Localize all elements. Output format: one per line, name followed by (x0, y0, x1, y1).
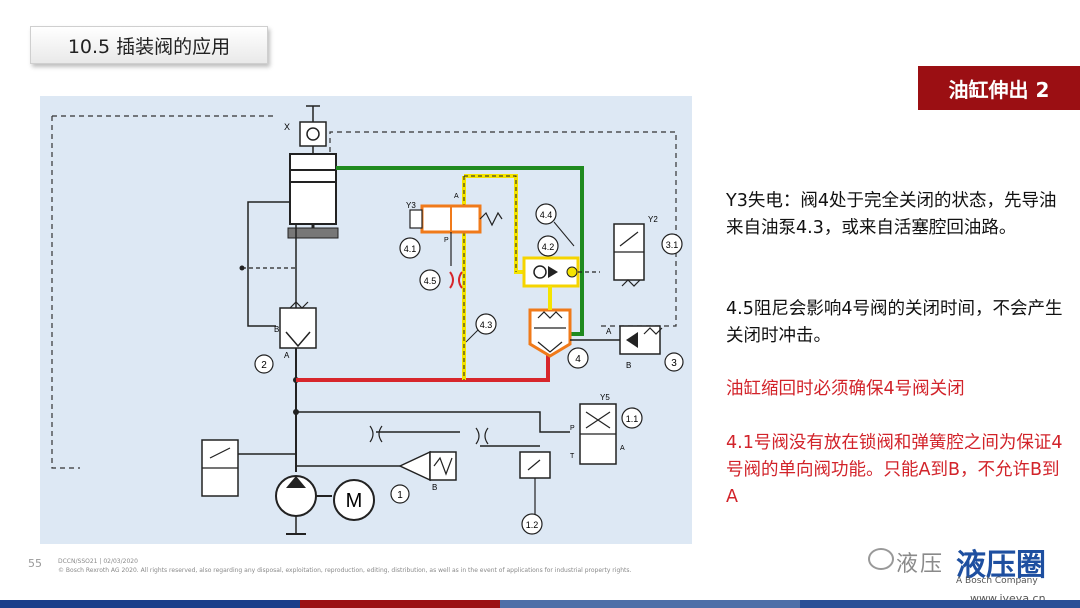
svg-text:4.4: 4.4 (540, 210, 553, 220)
svg-text:4: 4 (575, 354, 581, 365)
callout-3-1 (661, 233, 683, 255)
dashed-pilot-line-left (51, 115, 276, 469)
page-number: 55 (28, 557, 42, 570)
footer-copyright: © Bosch Rexroth AG 2020. All rights rese… (58, 567, 632, 574)
section-title-box: 10.5 插装阀的应用 (30, 26, 268, 64)
logo-subtitle: A Bosch Company (956, 576, 1038, 586)
callout-1 (390, 484, 410, 504)
svg-text:P: P (570, 425, 575, 432)
svg-text:B: B (432, 483, 437, 492)
callout-1-1 (621, 407, 643, 429)
callout-1-2 (521, 513, 543, 535)
svg-text:4.5: 4.5 (424, 276, 437, 286)
svg-text:B: B (274, 325, 279, 334)
valve-2-body (279, 307, 317, 349)
callout-4-5 (419, 269, 441, 291)
wechat-icon (868, 548, 894, 570)
svg-text:4.3: 4.3 (480, 320, 493, 330)
valve-3-body (619, 325, 661, 355)
svg-text:3.1: 3.1 (666, 240, 679, 250)
footer-text: DCCN/SSO21 | 02/03/2020 © Bosch Rexroth … (58, 557, 631, 575)
svg-text:1.1: 1.1 (626, 414, 639, 424)
callout-4-2 (537, 235, 559, 257)
valve-1-body (398, 450, 431, 482)
svg-text:A: A (606, 327, 612, 336)
circuit-svg: X B A 2 Y3 4.1 P A (51, 105, 684, 535)
cartridge-valve-4 (528, 308, 572, 358)
callout-4-1 (399, 237, 421, 259)
logo-cn-text: 液压 (896, 552, 945, 577)
svg-text:M: M (346, 490, 363, 512)
hydraulic-circuit-diagram: X B A 2 Y3 4.1 P A (40, 96, 692, 544)
description-paragraph-3: 油缸缩回时必须确保4号阀关闭 (726, 379, 965, 399)
callout-4-4 (535, 203, 557, 225)
svg-text:4.2: 4.2 (542, 242, 555, 252)
callout-4 (567, 347, 589, 369)
cylinder-load (287, 227, 339, 239)
callout-3 (664, 352, 684, 372)
svg-text:P: P (444, 237, 449, 244)
svg-text:1: 1 (397, 490, 403, 501)
state-title-badge: 油缸伸出 2 (918, 66, 1080, 110)
svg-text:4.1: 4.1 (404, 244, 417, 254)
svg-text:T: T (570, 453, 575, 460)
cylinder-piston-line (247, 201, 290, 327)
port-x-label: X (284, 122, 290, 132)
svg-text:Y3: Y3 (406, 201, 416, 210)
orifice-4-5 (449, 271, 463, 289)
valve-1-2-body (519, 451, 551, 479)
watermark-logo: 液压 液压圈 A Bosch Company (868, 540, 1068, 592)
footer-doc-ref: DCCN/SSO21 | 02/03/2020 (58, 558, 138, 565)
svg-text:A: A (284, 351, 290, 360)
cylinder-piston (289, 169, 337, 183)
svg-text:3: 3 (671, 358, 677, 369)
electric-motor (333, 479, 375, 521)
callout-2 (254, 354, 274, 374)
svg-text:1.2: 1.2 (526, 520, 539, 530)
description-paragraph-2: 4.5阻尼会影响4号阀的关闭时间，不会产生关闭时冲击。 (726, 299, 1063, 346)
state-title: 油缸伸出 2 (948, 77, 1050, 102)
logo-big-text: 液压圈 (956, 548, 1046, 583)
description-paragraph-4: 4.1号阀没有放在锁阀和弹簧腔之间为保证4号阀的单向阀功能。只能A到B，不允许B… (726, 433, 1063, 507)
svg-text:A: A (620, 445, 625, 452)
section-title: 10.5 插装阀的应用 (67, 35, 231, 58)
cylinder-check-valve (299, 121, 327, 147)
svg-text:B: B (626, 361, 631, 370)
svg-text:Y2: Y2 (648, 215, 658, 224)
cylinder-body (289, 153, 337, 225)
svg-text:Y5: Y5 (600, 393, 610, 402)
bottom-color-bar (0, 600, 1080, 608)
svg-text:A: A (454, 193, 459, 200)
callout-4-3 (475, 313, 497, 335)
red-pump-line (296, 348, 550, 382)
svg-text:2: 2 (261, 360, 267, 371)
description-paragraph-1: Y3失电：阀4处于完全关闭的状态，先导油来自油泵4.3，或来自活塞腔回油路。 (726, 191, 1057, 238)
